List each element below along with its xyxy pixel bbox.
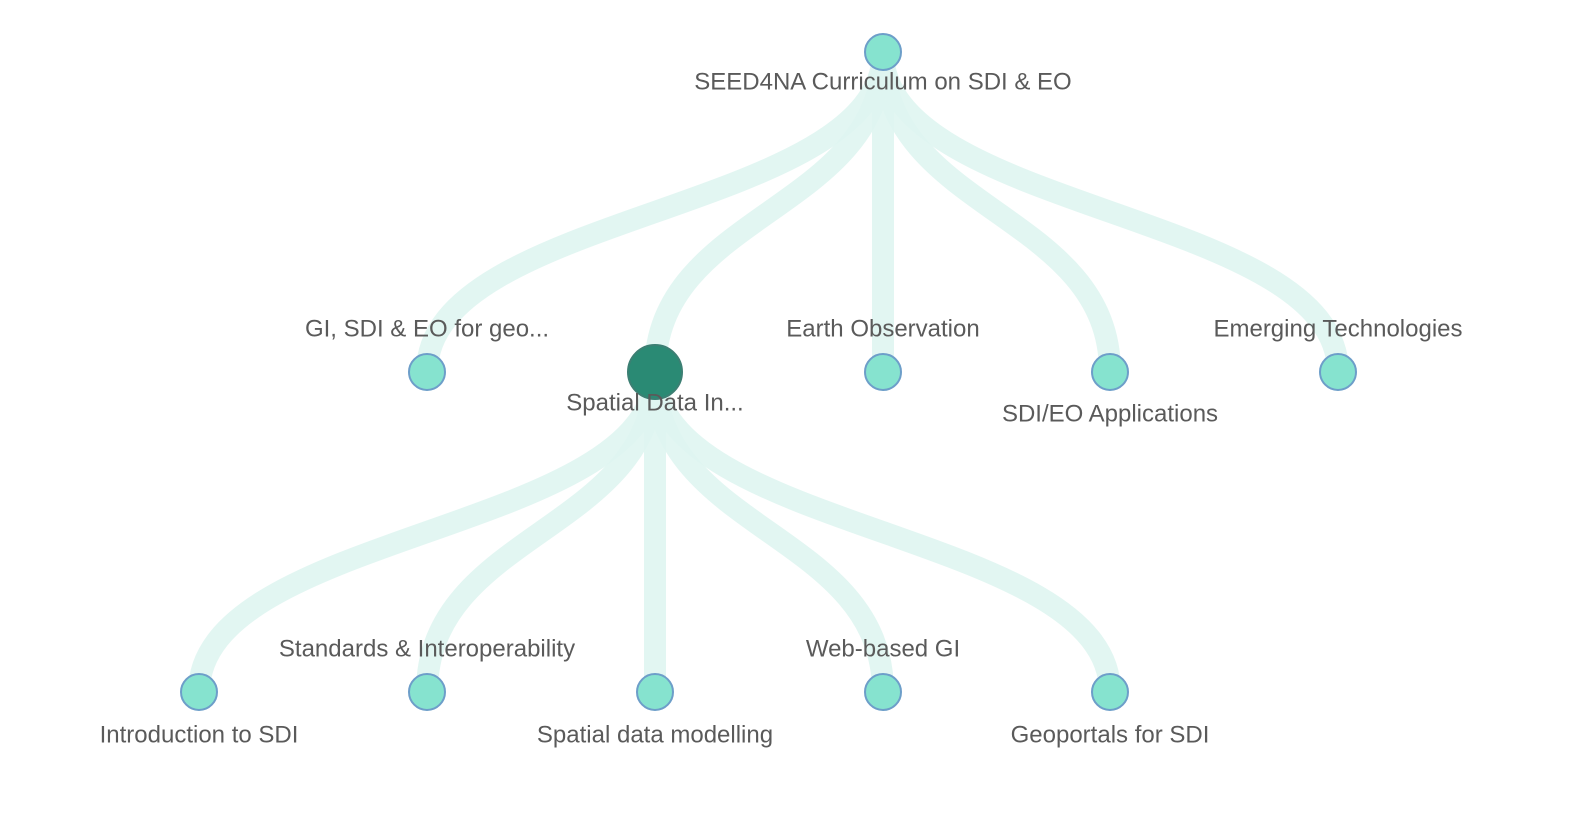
node-emerging-technologies[interactable]: [1319, 353, 1357, 391]
node-introduction-to-sdi[interactable]: [180, 673, 218, 711]
label-sdi-eo-applications: SDI/EO Applications: [1002, 400, 1218, 427]
node-sdi-eo-applications[interactable]: [1091, 353, 1129, 391]
link-sdi-standards: [416, 361, 666, 703]
link-root-spatial-data-infrastructure: [644, 41, 894, 383]
label-introduction-to-sdi: Introduction to SDI: [100, 721, 299, 748]
link-sdi-introduction: [188, 361, 666, 703]
label-spatial-data-modelling: Spatial data modelling: [537, 721, 773, 748]
label-geoportals-for-sdi: Geoportals for SDI: [1011, 721, 1210, 748]
node-gi-sdi-eo[interactable]: [408, 353, 446, 391]
node-earth-observation[interactable]: [864, 353, 902, 391]
node-web-based-gi[interactable]: [864, 673, 902, 711]
links-spatial-data-infrastructure: [188, 361, 1121, 703]
links-root: [416, 41, 1349, 383]
link-root-sdi-eo-applications: [872, 41, 1121, 383]
link-sdi-geoportals: [644, 361, 1121, 703]
nodes: [180, 33, 1357, 711]
node-root[interactable]: [864, 33, 902, 71]
node-spatial-data-infrastructure-selected[interactable]: [627, 344, 683, 400]
node-geoportals-for-sdi[interactable]: [1091, 673, 1129, 711]
link-sdi-web-based-gi: [644, 361, 894, 703]
link-root-gi-sdi-eo: [416, 41, 894, 383]
link-root-emerging-technologies: [872, 41, 1349, 383]
node-spatial-data-modelling[interactable]: [636, 673, 674, 711]
node-standards-interoperability[interactable]: [408, 673, 446, 711]
